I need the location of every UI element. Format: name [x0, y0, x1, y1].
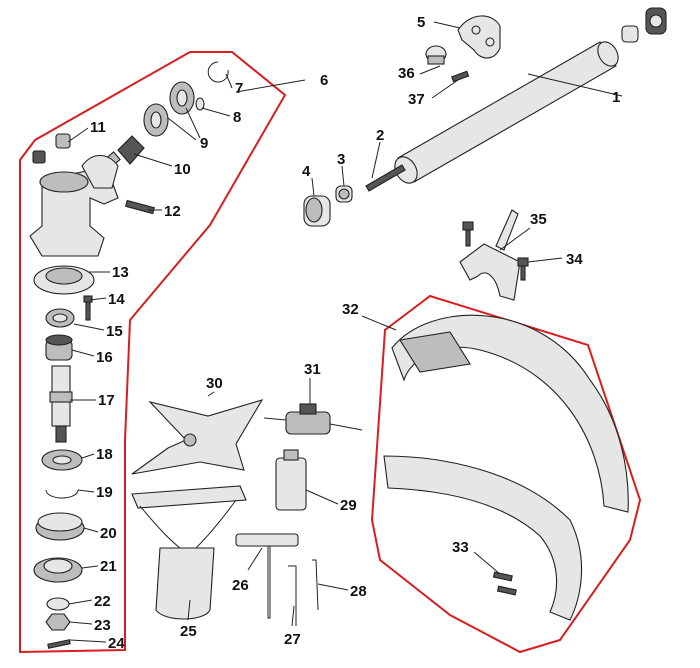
label-part-17: 17	[98, 392, 115, 409]
label-part-18: 18	[96, 446, 113, 463]
label-part-19: 19	[96, 484, 113, 501]
drive-shaft-tube	[394, 41, 619, 184]
circlip-19	[45, 489, 79, 499]
three-tooth-blade	[131, 399, 264, 475]
gear-16	[45, 334, 73, 361]
drive-shaft	[365, 164, 406, 192]
handle-bracket	[457, 15, 501, 59]
label-part-32: 32	[342, 301, 359, 318]
clamp-bolt-right	[517, 257, 529, 281]
label-part-37: 37	[408, 91, 425, 108]
label-part-35: 35	[530, 211, 547, 228]
label-part-11: 11	[90, 119, 106, 136]
pin-14	[83, 295, 93, 321]
bearing-18	[41, 449, 83, 471]
label-part-15: 15	[106, 323, 123, 340]
cotter-pin	[47, 639, 71, 649]
label-part-9: 9	[200, 135, 208, 152]
blade-nut	[45, 613, 71, 631]
clamp-ring	[425, 45, 447, 65]
gear-housing	[29, 154, 119, 257]
housing-flange	[33, 265, 95, 295]
gearhead-group-outline	[19, 51, 287, 654]
guard-screws	[492, 571, 517, 596]
label-part-16: 16	[96, 349, 113, 366]
output-shaft	[49, 365, 73, 443]
label-part-5: 5	[417, 14, 425, 31]
label-part-14: 14	[108, 291, 125, 308]
clamp-bolt-left	[462, 221, 474, 247]
circlip-7	[207, 61, 229, 83]
label-part-27: 27	[284, 631, 301, 648]
end-cap	[621, 7, 667, 43]
cup-washer	[35, 512, 85, 541]
label-part-24: 24	[108, 635, 125, 652]
label-part-10: 10	[174, 161, 191, 178]
clamp-screw	[451, 70, 470, 83]
label-part-12: 12	[164, 203, 181, 220]
label-part-30: 30	[206, 375, 223, 392]
label-part-3: 3	[337, 151, 345, 168]
label-part-6: 6	[320, 72, 328, 89]
label-part-2: 2	[376, 127, 384, 144]
label-part-23: 23	[94, 617, 111, 634]
label-part-13: 13	[112, 264, 129, 281]
label-part-21: 21	[100, 558, 117, 575]
spacer-ring	[195, 97, 205, 111]
socket-wrench	[235, 533, 299, 619]
trimmer-line-spool	[275, 449, 307, 511]
label-part-31: 31	[304, 361, 321, 378]
trimmer-head	[263, 403, 363, 435]
bearings-9	[143, 81, 195, 137]
blade-flange	[33, 557, 83, 583]
label-part-7: 7	[235, 80, 243, 97]
label-part-36: 36	[398, 65, 415, 82]
label-part-34: 34	[566, 251, 583, 268]
label-part-4: 4	[302, 163, 311, 180]
label-part-25: 25	[180, 623, 197, 640]
screw-12	[125, 199, 155, 215]
shaft-sleeve	[303, 195, 331, 227]
shaft-ferrule	[335, 185, 353, 203]
label-part-26: 26	[232, 577, 249, 594]
shoulder-harness	[131, 485, 247, 620]
label-part-20: 20	[100, 525, 117, 542]
hex-key-small	[312, 559, 319, 611]
label-part-22: 22	[94, 593, 111, 610]
hex-key-large	[288, 565, 297, 626]
label-part-33: 33	[452, 539, 469, 556]
label-part-1: 1	[612, 89, 620, 106]
guard-group-outline	[370, 294, 642, 654]
guard-extension	[383, 455, 583, 621]
label-part-8: 8	[233, 109, 241, 126]
blade-guard	[391, 314, 629, 513]
handle-clamp	[459, 209, 521, 301]
lock-washer	[46, 597, 70, 611]
leader-lines	[67, 21, 623, 643]
label-part-28: 28	[350, 583, 367, 600]
seal-15	[45, 308, 75, 328]
label-part-29: 29	[340, 497, 357, 514]
